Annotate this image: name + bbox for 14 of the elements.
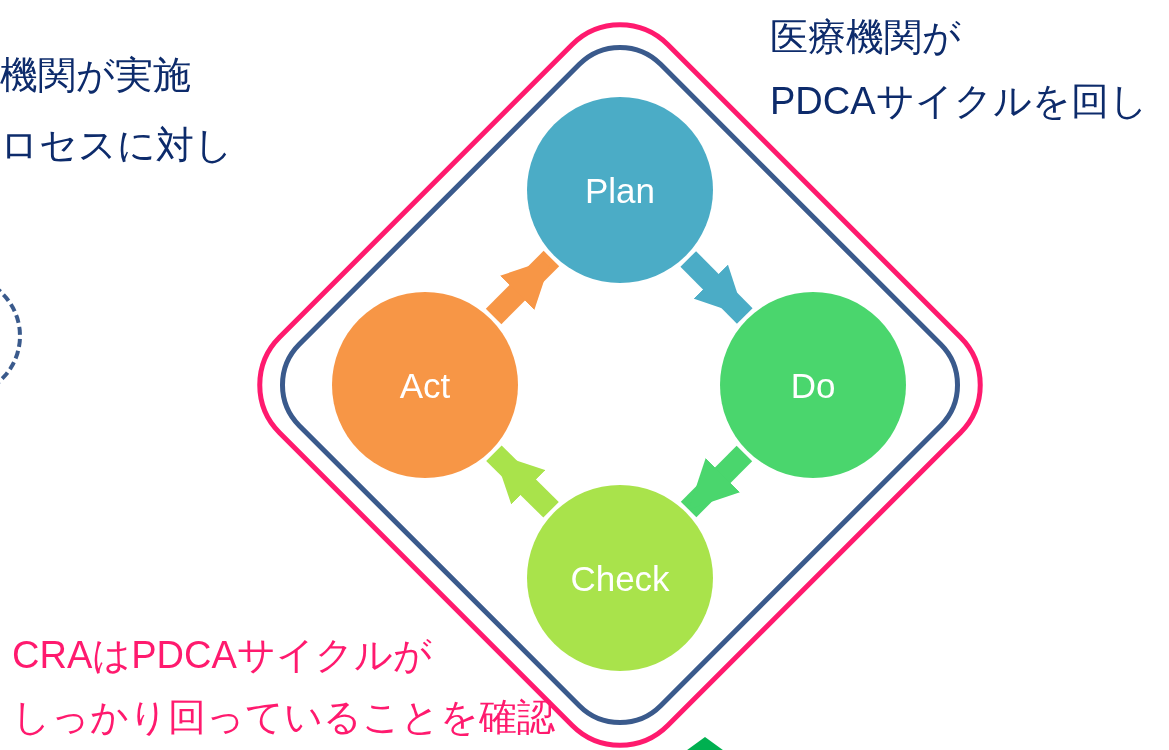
annotation-text: 医療機関が xyxy=(770,15,961,60)
step-label: Do xyxy=(790,367,836,403)
block-arrow xyxy=(680,445,753,518)
step-label: Plan xyxy=(584,172,656,208)
annotation-text: PDCAサイクルを回し xyxy=(770,79,1148,124)
annotation-text: ロセスに対し xyxy=(0,123,233,168)
step-label: Act xyxy=(399,367,451,403)
step-label: Check xyxy=(570,560,670,596)
annotation-text: CRAはPDCAサイクルが xyxy=(12,633,432,678)
block-arrow xyxy=(680,251,753,324)
annotation-text: しっかり回っていることを確認 xyxy=(12,695,555,740)
block-arrow xyxy=(485,250,560,325)
block-arrow xyxy=(486,445,559,518)
annotation-text: 機関が実施 xyxy=(0,53,191,98)
